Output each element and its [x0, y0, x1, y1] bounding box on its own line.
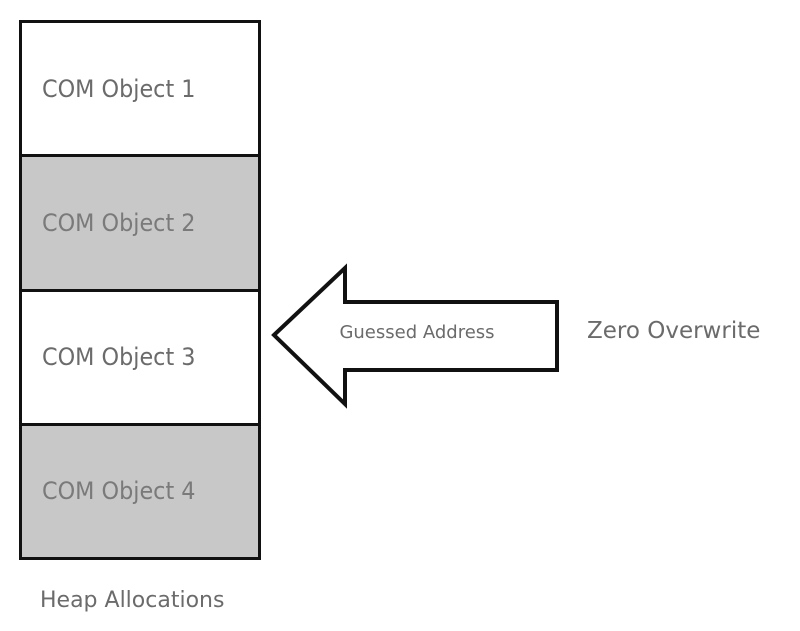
heap-block-com-object-4: COM Object 4: [22, 425, 258, 557]
arrow-label: Guessed Address: [339, 322, 495, 343]
heap-block-com-object-2: COM Object 2: [22, 157, 258, 292]
heap-block-label: COM Object 2: [42, 208, 196, 237]
heap-block-com-object-3: COM Object 3: [22, 291, 258, 426]
heap-block-label: COM Object 3: [42, 343, 196, 372]
arrow-shape: [271, 263, 559, 409]
heap-block-com-object-1: COM Object 1: [22, 23, 258, 158]
zero-overwrite-label: Zero Overwrite: [587, 318, 761, 344]
heap-allocation-stack: COM Object 1 COM Object 2 COM Object 3 C…: [19, 20, 261, 560]
heap-block-label: COM Object 1: [42, 74, 196, 103]
heap-block-label: COM Object 4: [42, 477, 196, 506]
heap-caption: Heap Allocations: [40, 588, 225, 613]
